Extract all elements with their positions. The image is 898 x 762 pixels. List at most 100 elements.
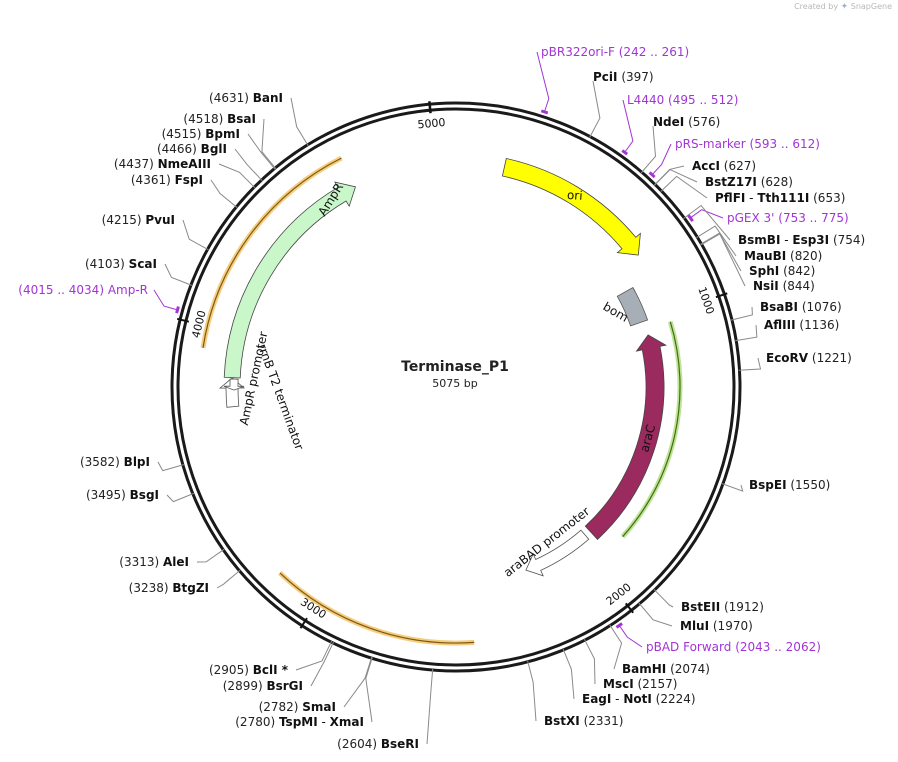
site-name: SphI [749,264,779,278]
tick-mark-3000 [299,617,308,629]
feature-ampr [223,181,357,379]
site-bsabi[interactable]: BsaBI (1076) [760,300,842,314]
tick-mark-1000 [715,292,728,299]
site-position: (4215) [102,213,146,227]
site-bsrgi[interactable]: (2899) BsrGI [223,679,303,693]
primer-mark [615,622,623,629]
site-afliii[interactable]: AflIII (1136) [764,318,839,332]
site-position: (2331) [580,714,624,728]
primer-label: pBAD Forward (2043 .. 2062) [646,640,821,654]
primer-amp-r[interactable]: (4015 .. 4034) Amp-R [18,283,148,297]
primer-mark [175,306,180,314]
site-leader-line [660,175,708,199]
site-fspi[interactable]: (4361) FspI [131,173,203,187]
site-pflfi-tth111i[interactable]: PflFI - Tth111I (653) [715,191,845,205]
site-bstxi[interactable]: BstXI (2331) [544,714,623,728]
site-label: MluI (1970) [680,619,753,633]
site-label: (2604) BseRI [337,737,419,751]
site-scai[interactable]: (4103) ScaI [85,257,157,271]
primer-name: pRS-marker [675,137,746,151]
site-bsteii[interactable]: BstEII (1912) [681,600,764,614]
site-bpmi[interactable]: (4515) BpmI [162,127,240,141]
site-ndei[interactable]: NdeI (576) [653,115,720,129]
site-label: BstZ17I (628) [705,175,793,189]
site-name: PciI [593,70,618,84]
site-name: BpmI [205,127,240,141]
site-smai[interactable]: (2782) SmaI [259,700,336,714]
site-bsgi[interactable]: (3495) BsgI [86,488,159,502]
site-bseri[interactable]: (2604) BseRI [337,737,419,751]
site-position: (2780) [235,715,279,729]
primer-mark [540,109,549,115]
site-nsii[interactable]: NsiI (844) [753,279,815,293]
site-leader-line [261,118,277,170]
site-leader-line [583,638,596,685]
site-leader-line [247,133,276,170]
site-bcli[interactable]: (2905) BclI * [209,663,289,677]
primer-pbr322ori-f[interactable]: pBR322ori-F (242 .. 261) [541,45,689,59]
site-name: EcoRV [766,351,809,365]
site-label: BsmBI - Esp3I (754) [738,233,865,247]
primer-leader-line [536,51,550,112]
primer-pbad-forward[interactable]: pBAD Forward (2043 .. 2062) [646,640,821,654]
primer-l4440[interactable]: L4440 (495 .. 512) [627,93,738,107]
site-bsmbi-esp3i[interactable]: BsmBI - Esp3I (754) [738,233,865,247]
primer-name: pGEX 3' [727,211,774,225]
created-by-text: Created by [794,2,839,11]
primer-pgex-3[interactable]: pGEX 3' (753 .. 775) [727,211,849,225]
site-bamhi[interactable]: BamHI (2074) [622,662,710,676]
primer-name: pBAD Forward [646,640,731,654]
site-name: TspMI [279,715,318,729]
brand-text: SnapGene [850,2,892,11]
tick-label-4000: 4000 [189,309,208,339]
site-name: MluI [680,619,709,633]
site-position: (1136) [796,318,840,332]
site-pcii[interactable]: PciI (397) [593,70,654,84]
site-ecorv[interactable]: EcoRV (1221) [766,351,852,365]
site-bani[interactable]: (4631) BanI [209,91,283,105]
primer-range: (4015 .. 4034) [18,283,108,297]
site-pvui[interactable]: (4215) PvuI [102,213,175,227]
site-position: (3495) [86,488,130,502]
site-eagi-noti[interactable]: EagI - NotI (2224) [582,692,696,706]
site-alei[interactable]: (3313) AleI [119,555,189,569]
site-bsai[interactable]: (4518) BsaI [183,112,256,126]
site-leader-line [700,233,746,287]
site-leader-line [216,569,241,589]
plasmid-size: 5075 bp [432,377,478,390]
primer-prs-marker[interactable]: pRS-marker (593 .. 612) [675,137,820,151]
site-acci[interactable]: AccI (627) [692,159,756,173]
site-name: BstZ17I [705,175,757,189]
site-label: (3582) BlpI [80,455,150,469]
site-leader-line [638,602,673,627]
site-blpi[interactable]: (3582) BlpI [80,455,150,469]
site-bstz17i[interactable]: BstZ17I (628) [705,175,793,189]
site-label: PciI (397) [593,70,654,84]
site-label: NsiI (844) [753,279,815,293]
feature-ori [501,158,641,256]
site-position: (2899) [223,679,267,693]
site-name: BclI * [253,663,289,677]
site-label: (2782) SmaI [259,700,336,714]
site-msci[interactable]: MscI (2157) [603,677,677,691]
site-nmeaiii[interactable]: (4437) NmeAIII [114,157,211,171]
site-layer: PciI (397) NdeI (576) AccI (627) BstZ17I (6… [80,70,865,751]
site-btgzi[interactable]: (3238) BtgZI [129,581,209,595]
site-label: EagI - NotI (2224) [582,692,696,706]
site-label: BspEI (1550) [749,478,830,492]
site-position: (4361) [131,173,175,187]
site-bgli[interactable]: (4466) BglI [157,142,227,156]
site-position: (2905) [209,663,253,677]
site-label: (3238) BtgZI [129,581,209,595]
site-maubi[interactable]: MauBI (820) [744,249,822,263]
site-leader-line [683,204,731,241]
site-mlui[interactable]: MluI (1970) [680,619,753,633]
site-bspei[interactable]: BspEI (1550) [749,478,830,492]
site-name: NsiI [753,279,779,293]
site-sphi[interactable]: SphI (842) [749,264,815,278]
site-tspmi-xmai[interactable]: (2780) TspMI - XmaI [235,715,364,729]
site-name: AccI [692,159,720,173]
site-position: (653) [809,191,845,205]
site-position: (4518) [183,112,227,126]
